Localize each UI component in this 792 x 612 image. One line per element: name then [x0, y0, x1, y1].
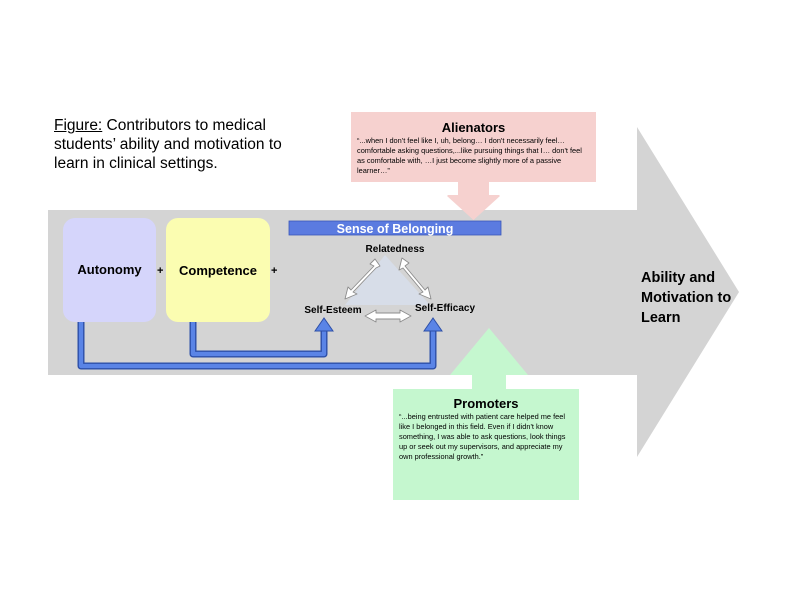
result-label: Ability and Motivation to Learn: [641, 270, 732, 326]
plus-sign-2: +: [271, 265, 278, 277]
alienators-quote: “...when I don't feel like I, uh, belong…: [357, 136, 582, 175]
promoters-arrow: [450, 328, 528, 389]
autonomy-connector: [77, 317, 443, 370]
autonomy-label: Autonomy: [77, 262, 142, 277]
figure-caption: Figure: Contributors to medical students…: [54, 116, 284, 173]
competence-label: Competence: [178, 263, 258, 278]
alienators-title: Alienators: [441, 120, 506, 135]
triangle-arrows: [344, 257, 432, 323]
promoters-title: Promoters: [453, 396, 519, 411]
competence-box: [166, 218, 270, 322]
competence-connector: [189, 317, 334, 358]
relatedness-label: Relatedness: [365, 244, 425, 255]
triangle-fill: [345, 255, 430, 305]
promoters-quote: “...being entrusted with patient care he…: [399, 412, 566, 461]
alienators-box: Alienators “...when I don't feel like I,…: [351, 112, 596, 182]
self-efficacy-label: Self-Efficacy: [414, 303, 476, 314]
autonomy-box: [63, 218, 156, 322]
belonging-bar: [288, 220, 502, 236]
promoters-box: Promoters “...being entrusted with patie…: [393, 389, 579, 500]
caption-text: Contributors to medical students’ abilit…: [54, 117, 282, 172]
belonging-title: Sense of Belonging: [336, 222, 454, 236]
alienators-arrow-body: [447, 182, 500, 220]
self-esteem-label: Self-Esteem: [304, 305, 362, 316]
caption-lead: Figure:: [54, 117, 103, 134]
plus-sign-1: +: [157, 265, 164, 277]
